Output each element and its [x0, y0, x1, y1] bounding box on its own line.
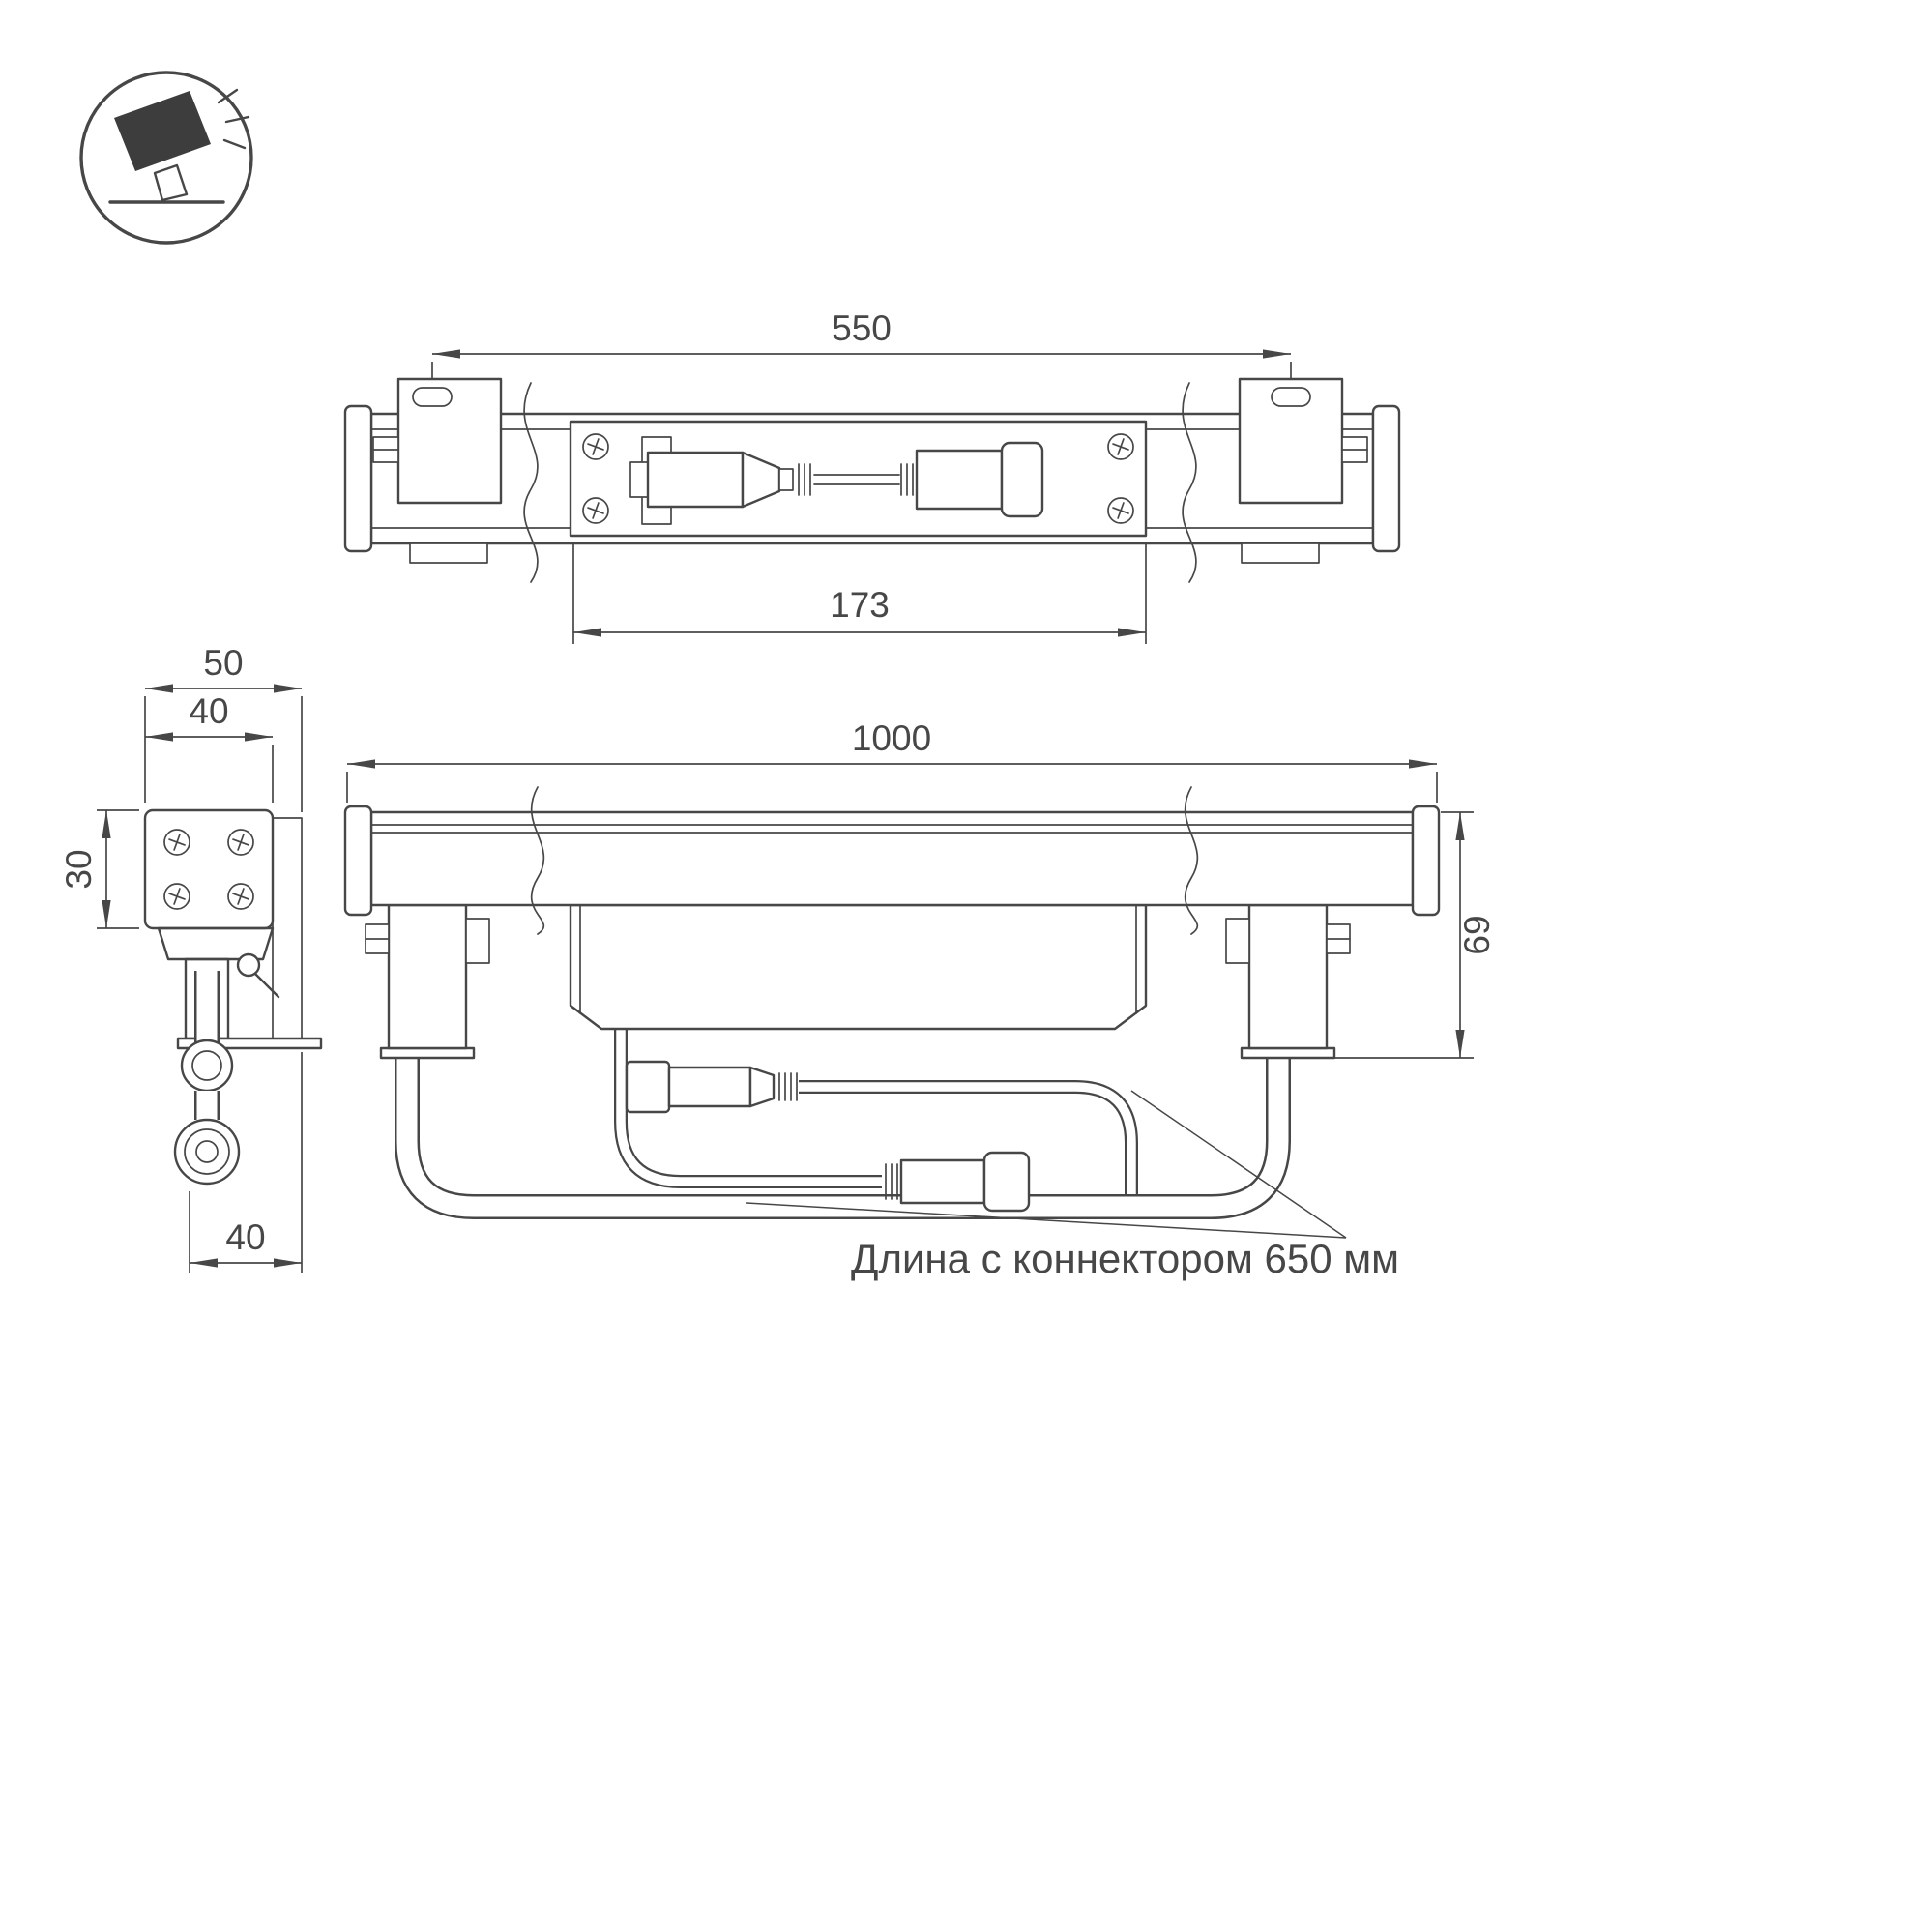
end-cap-left: [343, 805, 373, 917]
connector-cable-top: [813, 474, 900, 485]
end-cap-left: [343, 404, 373, 553]
phillips-screw-icon: [227, 829, 254, 856]
dimension-mount-spacing: 550: [431, 308, 1292, 420]
phillips-screw-icon: [582, 497, 609, 524]
connector-body: [899, 1158, 986, 1205]
pigtail-cable-core: [616, 1029, 882, 1186]
break-line: [530, 786, 545, 935]
light-rays-icon: [217, 88, 250, 150]
cable-bend-ring-inner: [191, 1050, 222, 1081]
dimension-label: 30: [59, 849, 99, 889]
pigtail-cable-core: [799, 1082, 1136, 1211]
end-cap-right: [1371, 404, 1401, 553]
bracket-plate: [396, 377, 503, 505]
front-view: 1000: [343, 718, 1497, 1219]
through-cable-core: [396, 1044, 1289, 1217]
icon-circle: [79, 71, 253, 245]
leader-line: [746, 1202, 1347, 1239]
bracket-foot: [379, 1046, 476, 1060]
connector-ribs: [778, 1072, 798, 1101]
driver-housing: [569, 903, 1148, 1031]
connector-female-front: [885, 1151, 1031, 1213]
cable-length-note: Длина с коннектором 650 мм: [746, 1090, 1399, 1281]
bracket-plate: [1238, 377, 1344, 505]
connector-flange: [629, 461, 649, 498]
bracket-tab: [409, 542, 488, 564]
break-line: [1184, 786, 1199, 935]
luminaire-type-icon: [79, 71, 253, 245]
adjust-knob-handle: [253, 972, 280, 999]
connector-female-top: [900, 441, 1044, 518]
phillips-screw-icon: [582, 433, 609, 460]
bracket-slot: [412, 387, 453, 407]
note-label: Длина с коннектором 650 мм: [851, 1236, 1399, 1281]
bracket-body: [1247, 903, 1329, 1050]
connector-flange: [625, 1060, 671, 1114]
connector-end-ring: [184, 1128, 230, 1175]
connector-ribs: [798, 463, 811, 496]
dimension-connector-width: 40: [189, 1052, 303, 1273]
bracket-tab: [465, 918, 490, 964]
adjust-knob: [236, 952, 261, 978]
spotlight-stem-icon: [153, 163, 189, 202]
connector-ring: [1000, 441, 1044, 518]
connector-end-ring: [195, 1140, 219, 1163]
dimension-overall-height: 69: [1334, 811, 1497, 1059]
bracket-body: [387, 903, 468, 1050]
dimension-inner-length: 173: [572, 542, 1147, 644]
break-line: [1182, 382, 1197, 583]
break-line: [523, 382, 539, 583]
bracket-plate-side: [272, 817, 303, 1039]
leader-line: [1130, 1090, 1347, 1239]
profile-body: [143, 808, 275, 930]
phillips-screw-icon: [1107, 497, 1134, 524]
dimension-label: 40: [189, 691, 228, 731]
mounting-bracket-left: [372, 377, 503, 564]
connector-ribs: [885, 1163, 898, 1200]
connector-body: [667, 1066, 752, 1108]
dimension-label: 69: [1457, 915, 1497, 954]
phillips-screw-icon: [1107, 433, 1134, 460]
spotlight-head-icon: [114, 91, 211, 171]
connector-nose: [778, 468, 794, 491]
dimension-label: 550: [832, 308, 892, 348]
side-view: 50 40 30: [59, 643, 323, 1273]
connector-body: [646, 451, 745, 509]
phillips-screw-icon: [227, 883, 254, 910]
bracket-slot: [1271, 387, 1311, 407]
connector-male-top: [629, 436, 811, 525]
mounting-bracket-right: [1225, 903, 1351, 1060]
dimension-overall-length: 1000: [346, 718, 1438, 803]
clamp-flange: [157, 926, 275, 961]
dimension-overall-width: 50: [144, 643, 303, 812]
phillips-screw-icon: [163, 883, 190, 910]
connector-taper: [741, 451, 781, 509]
connector-taper: [748, 1066, 776, 1108]
connector-ring: [982, 1151, 1031, 1213]
connector-ribs: [900, 463, 914, 496]
end-cap-right: [1411, 805, 1441, 917]
phillips-screw-icon: [163, 829, 190, 856]
top-view: 550: [343, 308, 1401, 644]
dimension-label: 50: [203, 643, 243, 683]
mounting-bracket-right: [1238, 377, 1368, 564]
bracket-tab: [1225, 918, 1250, 964]
dimension-label: 1000: [852, 718, 931, 758]
bracket-foot: [1240, 1046, 1336, 1060]
dimension-label: 40: [225, 1217, 265, 1257]
dimension-label: 173: [830, 585, 890, 625]
connector-body: [915, 449, 1004, 511]
base-foot: [176, 1037, 323, 1050]
mounting-bracket-left: [365, 903, 490, 1060]
connector-male-front: [625, 1060, 798, 1114]
dimension-body-width: 40: [145, 691, 274, 803]
bracket-tab: [1241, 542, 1320, 564]
dimension-body-height: 30: [59, 809, 139, 929]
cable-bend-ring: [180, 1039, 234, 1093]
bar-body-front: [369, 810, 1415, 907]
